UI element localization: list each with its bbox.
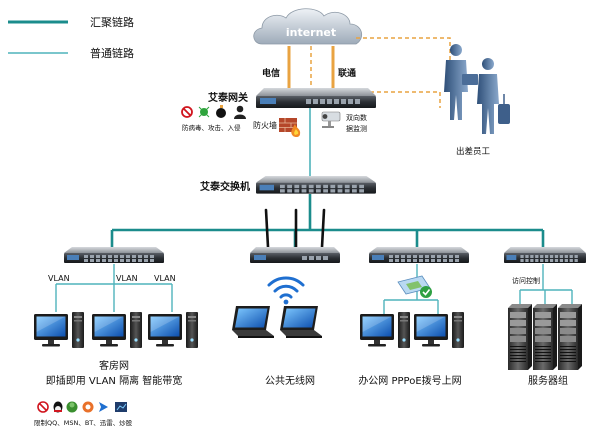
server-2: [533, 304, 557, 370]
legend-normal-label: 普通链路: [90, 46, 134, 60]
office-segment-label: 办公网 PPPoE拨号上网: [358, 374, 461, 387]
server-links: [519, 264, 573, 304]
restriction-icons: [37, 401, 127, 413]
core-switch-label: 艾泰交换机: [200, 180, 250, 193]
gateway-monitor-line2: 据监测: [346, 124, 367, 133]
labels: 汇聚链路 普通链路 internet 电信 联通 艾泰网关 防病毒、攻击、入侵 …: [34, 15, 568, 427]
remote-staff-label: 出差员工: [456, 146, 491, 157]
guest-switch: [64, 247, 164, 263]
guest-vlan-label-3: VLAN: [154, 274, 176, 283]
guest-links: [55, 264, 173, 312]
gateway-device: [256, 88, 376, 108]
gateway-monitor-line1: 双向数: [346, 113, 367, 122]
server-3: [558, 304, 582, 370]
gateway-security-text: 防病毒、攻击、入侵: [182, 123, 241, 132]
gateway-firewall-label: 防火墙: [253, 120, 277, 130]
guest-pc-2: [92, 312, 142, 348]
laptop-1: [232, 306, 274, 338]
server-switch: [504, 247, 586, 263]
office-pc-2: [414, 312, 464, 348]
wifi-segment-label: 公共无线网: [265, 374, 315, 387]
guest-pc-1: [34, 312, 84, 348]
office-switch: [369, 247, 469, 263]
legend-trunk-label: 汇聚链路: [90, 15, 134, 29]
office-network-icon: [397, 275, 432, 298]
guest-segment-line1: 客房网: [99, 359, 129, 372]
office-pc-1: [360, 312, 410, 348]
server-segment-label: 服务器组: [528, 374, 568, 387]
guest-segment-line2: 即插即用 VLAN 隔离 智能带宽: [46, 374, 183, 387]
internet-cloud: [253, 8, 363, 45]
isp-unicom-label: 联通: [338, 67, 356, 79]
laptop-2: [280, 306, 322, 338]
internet-links: [287, 37, 451, 108]
wireless-ap: [250, 208, 340, 263]
security-icons: [181, 105, 246, 119]
firewall-icon: [279, 118, 301, 138]
server-1: [508, 304, 532, 370]
core-switch: [256, 176, 376, 194]
gateway-title: 艾泰网关: [208, 91, 248, 104]
wifi-icon: [267, 276, 305, 305]
internet-label: internet: [286, 26, 336, 39]
restriction-note: 限制QQ、MSN、BT、迅雷、炒股: [34, 418, 133, 427]
camera-icon: [321, 111, 341, 128]
trunk-backbone: [110, 194, 545, 247]
server-access-label: 访问控制: [512, 276, 540, 285]
remote-staff-figure: [444, 44, 510, 134]
guest-vlan-label-2: VLAN: [116, 274, 138, 283]
isp-telecom-label: 电信: [262, 67, 280, 79]
guest-vlan-label-1: VLAN: [48, 274, 70, 283]
guest-pc-3: [148, 312, 198, 348]
